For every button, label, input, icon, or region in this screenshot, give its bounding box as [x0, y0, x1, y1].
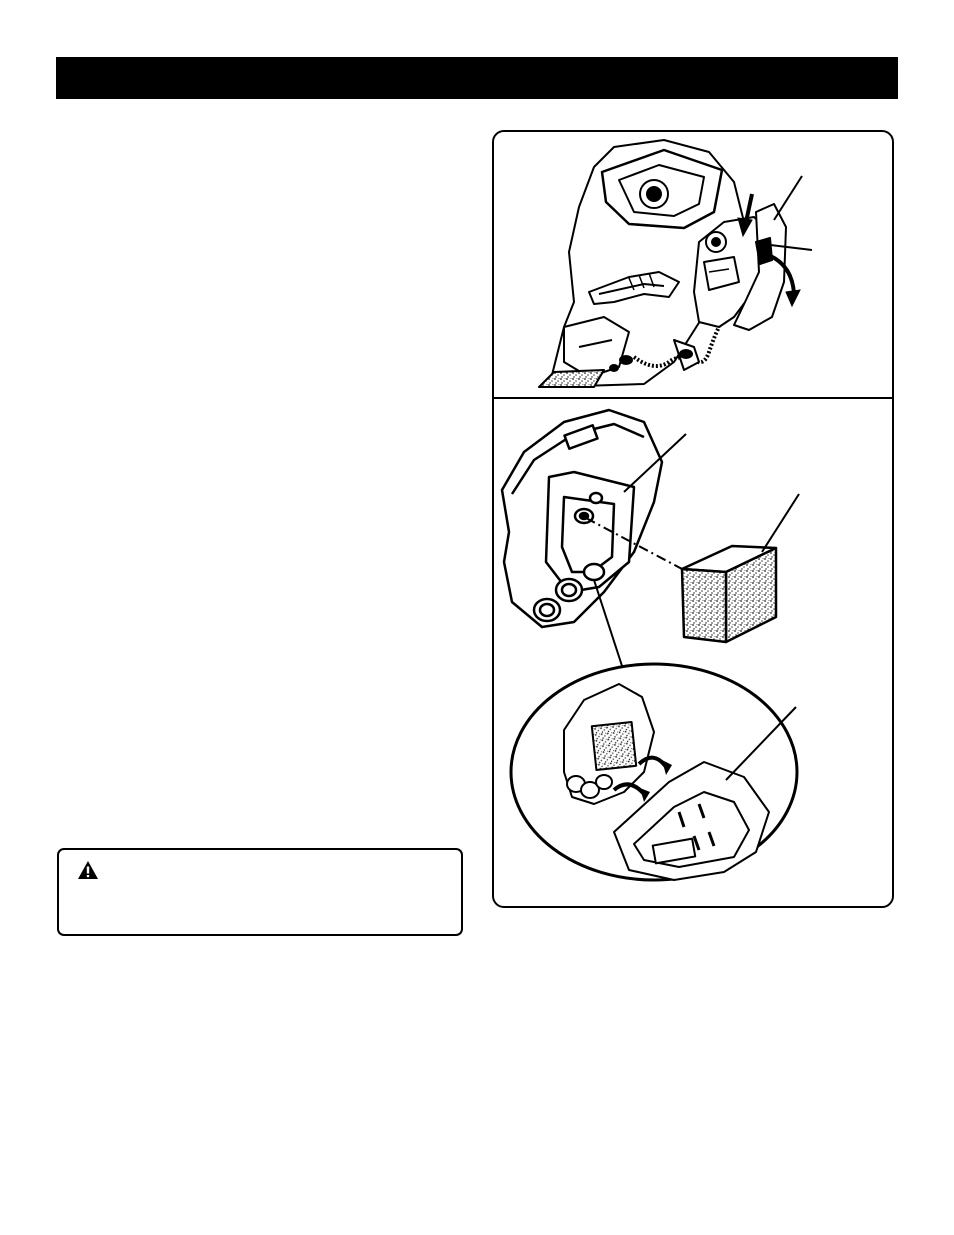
warning-box	[57, 848, 463, 936]
inset-connector-line	[593, 579, 625, 673]
swing-cover-arrow	[758, 250, 801, 308]
filter-base-illustration	[500, 408, 664, 629]
reassembly-illustration	[563, 683, 770, 881]
callout-leader-knob	[761, 243, 813, 251]
air-filter-figure	[492, 130, 894, 908]
callout-leader-filter	[761, 493, 800, 553]
section-header-bar	[56, 57, 898, 99]
warning-triangle-icon	[78, 861, 98, 879]
press-latch-arrow	[737, 193, 754, 238]
callout-leader-cover	[725, 706, 797, 781]
engine-housing-illustration	[538, 139, 787, 388]
callout-leader-base	[623, 433, 687, 493]
foam-filter-illustration	[680, 544, 778, 644]
alignment-dashed-line	[585, 517, 685, 571]
callout-leader-latch	[773, 175, 803, 221]
